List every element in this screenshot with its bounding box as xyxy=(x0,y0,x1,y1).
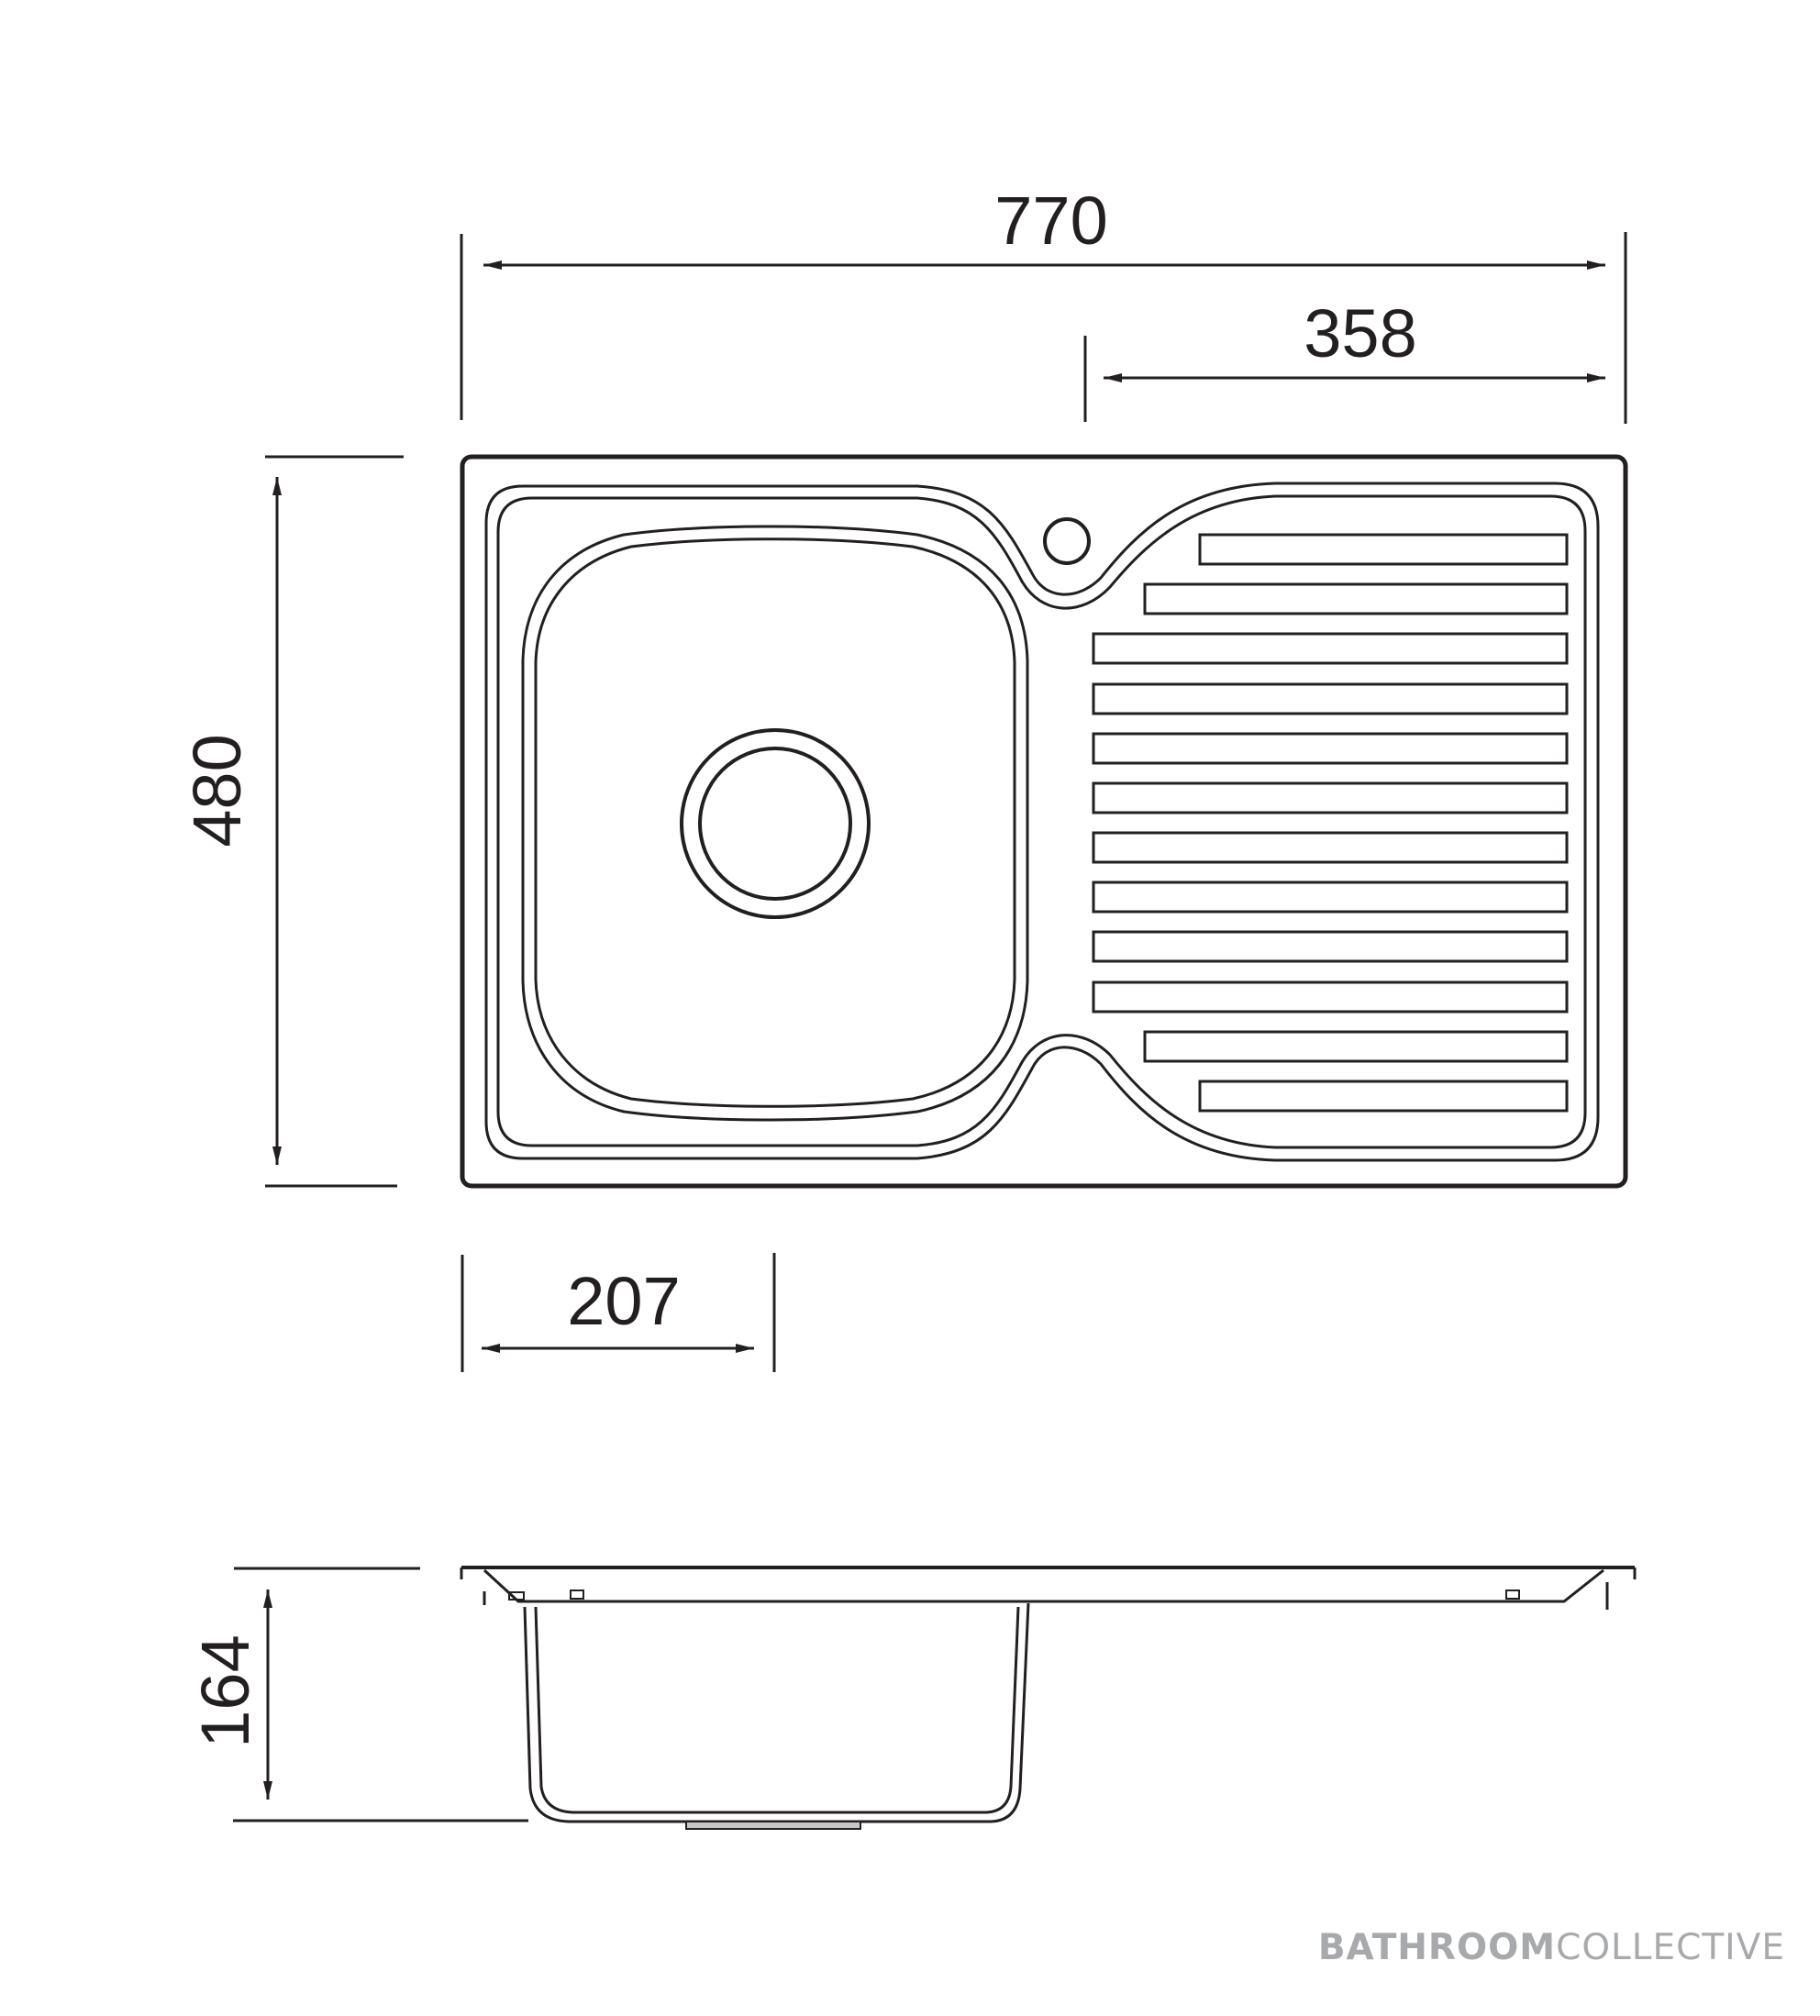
side-view-clip xyxy=(570,1590,584,1600)
tap-hole xyxy=(1043,517,1091,565)
drainer-rib xyxy=(1092,881,1569,914)
dimension-waste-offset: 207 xyxy=(461,1253,776,1372)
waste-outlet-outer-ring xyxy=(680,728,871,919)
side-view-rim xyxy=(483,1568,1604,1603)
sink-top-plate-outline-inner xyxy=(496,494,1587,1149)
drainer-rib xyxy=(1092,980,1569,1014)
drainer-rib xyxy=(1092,781,1569,814)
sink-bowl-outline xyxy=(521,525,1029,1122)
brand-name-light: COLLECTIVE xyxy=(1556,1927,1785,1968)
sink-bowl-outline-inner xyxy=(534,537,1016,1108)
drainer-ribs xyxy=(1092,533,1569,1113)
sink-plan-view xyxy=(460,454,1628,1189)
brand-name-bold: BATHROOM xyxy=(1317,1927,1557,1968)
dimension-label-bowl-depth: 164 xyxy=(187,1634,263,1747)
drainer-rib xyxy=(1092,930,1569,963)
dimension-overall-width: 770 xyxy=(460,183,1627,424)
side-view-clip xyxy=(1505,1590,1520,1600)
sink-side-view xyxy=(460,1566,1637,1830)
side-view-clip xyxy=(508,1591,525,1601)
dimension-bowl-depth: 164 xyxy=(187,1567,528,1822)
dimension-drainer-width: 358 xyxy=(1083,295,1605,422)
dimension-label-overall-width: 770 xyxy=(994,183,1107,259)
drainer-rib xyxy=(1198,533,1569,566)
brand-logo: BATHROOMCOLLECTIVE xyxy=(1318,1927,1785,1968)
dimension-label-drainer-width: 358 xyxy=(1304,295,1416,371)
sink-outer-frame xyxy=(460,454,1628,1189)
side-view-bowl-inner xyxy=(534,1606,1020,1814)
drainer-rib xyxy=(1092,632,1569,665)
dimension-overall-depth: 480 xyxy=(179,455,404,1188)
drainer-rib xyxy=(1092,732,1569,765)
sink-top-plate-outline xyxy=(484,482,1600,1162)
drainer-rib xyxy=(1143,582,1569,615)
drainer-rib xyxy=(1198,1080,1569,1113)
waste-outlet-inner-ring xyxy=(698,747,852,901)
drainer-rib xyxy=(1143,1030,1569,1063)
side-view-waste xyxy=(685,1821,861,1830)
drainer-rib xyxy=(1092,682,1569,715)
dimension-label-overall-depth: 480 xyxy=(179,734,255,847)
drainer-rib xyxy=(1092,831,1569,864)
dimension-label-waste-offset: 207 xyxy=(567,1263,680,1339)
side-view-bowl xyxy=(523,1602,1030,1823)
